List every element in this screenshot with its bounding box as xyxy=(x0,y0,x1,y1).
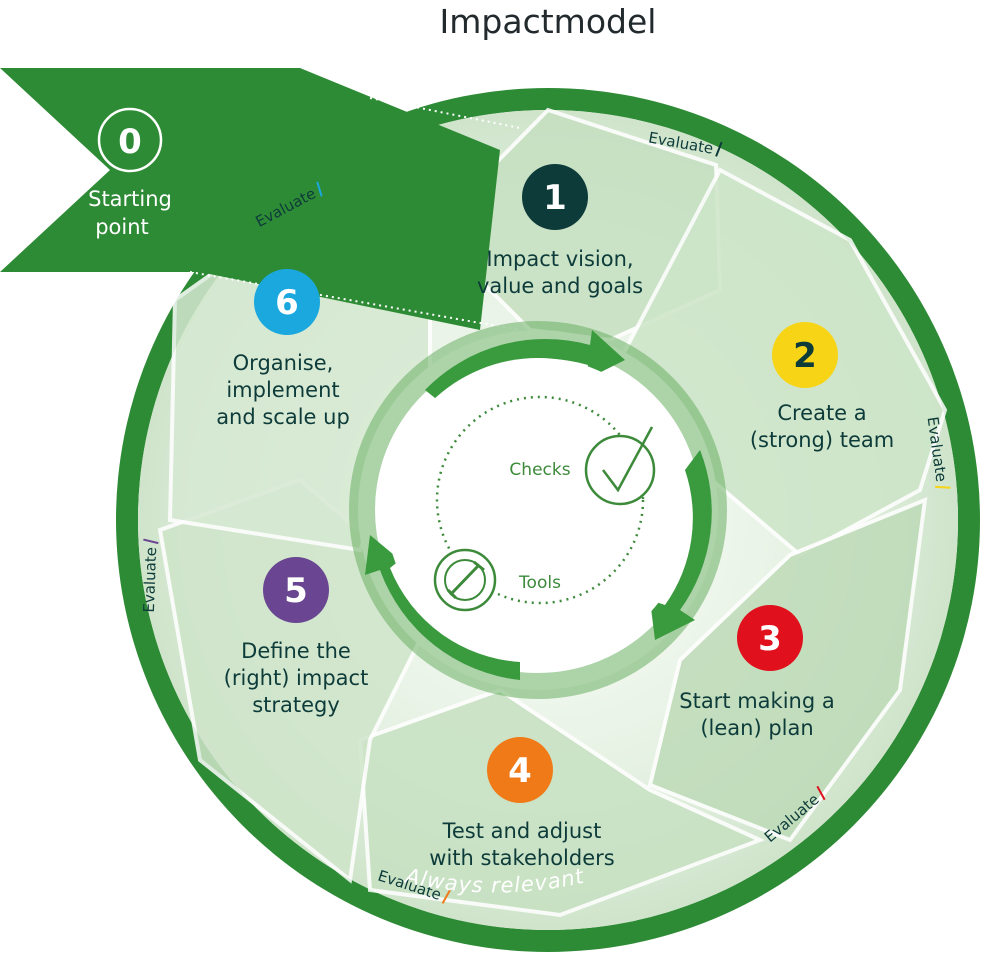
step-2-label-line-2: (strong) team xyxy=(750,428,894,452)
cycle-arrow-right xyxy=(650,450,712,640)
cycle-arrow-top xyxy=(425,330,625,402)
step-6-label-line-2: implement xyxy=(226,378,339,402)
starting-point-banner: 0 Starting point xyxy=(0,68,521,331)
step-5-label-line-3: strategy xyxy=(252,693,340,717)
step-5-number-circle xyxy=(263,557,329,623)
step-6-label-line-1: Organise, xyxy=(233,351,334,375)
start-number-circle xyxy=(97,107,163,173)
evaluate-tick-4 xyxy=(441,889,451,904)
step-4-label-line-2: with stakeholders xyxy=(429,846,614,870)
step-5-label-line-1: Define the xyxy=(241,639,351,663)
step-4-number-circle xyxy=(487,737,553,803)
evaluate-tick-1 xyxy=(715,141,723,157)
step-3-number-circle xyxy=(737,605,803,671)
evaluate-tick-5 xyxy=(143,538,159,545)
checkmark-icon xyxy=(584,426,656,506)
step-5-number: 5 xyxy=(284,571,308,611)
step-6-label-line-3: and scale up xyxy=(216,405,350,429)
evaluate-text-5: Evaluate xyxy=(140,547,160,613)
segments xyxy=(157,107,948,918)
step-6-number: 6 xyxy=(275,283,299,323)
step-1-label-line-2: value and goals xyxy=(477,274,643,298)
step-1-number-circle xyxy=(522,164,588,230)
start-number: 0 xyxy=(118,122,142,162)
tools-label: Tools xyxy=(518,573,561,593)
step-6-number-circle xyxy=(254,269,320,335)
step-3-label-line-2: (lean) plan xyxy=(700,716,813,740)
start-label-line2: point xyxy=(95,215,149,239)
checks-label: Checks xyxy=(509,460,570,480)
step-5-label-line-2: (right) impact xyxy=(224,666,369,690)
page-title: Impactmodel xyxy=(440,2,657,41)
step-1-label-line-1: Impact vision, xyxy=(486,247,633,271)
evaluate-tick-6 xyxy=(316,181,323,197)
step-2-number: 2 xyxy=(793,336,817,376)
step-4-number: 4 xyxy=(508,751,532,791)
cycle-arrow-bottom xyxy=(365,535,520,680)
step-2-number-circle xyxy=(772,322,838,388)
evaluate-tick-2 xyxy=(935,485,951,489)
inner-dotted-circle xyxy=(435,395,645,605)
step-3-number: 3 xyxy=(758,619,782,659)
gear-wrench-icon xyxy=(433,548,497,612)
step-3-label-line-1: Start making a xyxy=(679,689,834,713)
start-label-line1: Starting xyxy=(88,187,172,211)
step-4-label-line-1: Test and adjust xyxy=(442,819,602,843)
inner-cycle: Checks Tools xyxy=(349,321,727,699)
evaluate-label-5: Evaluate xyxy=(140,538,160,613)
evaluate-tick-3 xyxy=(816,785,826,801)
step-2-label-line-1: Create a xyxy=(777,401,866,425)
segment-3 xyxy=(647,496,928,843)
step-1-number: 1 xyxy=(543,178,567,218)
